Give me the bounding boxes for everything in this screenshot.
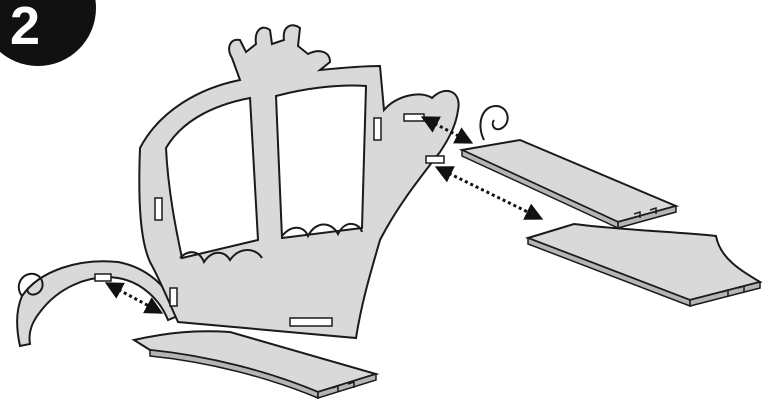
- step-number: 2: [10, 0, 40, 56]
- front-seat-plank: [134, 331, 376, 398]
- panel-slot-left: [155, 198, 162, 220]
- rear-scroll: [480, 106, 507, 140]
- panel-slot-rear: [374, 118, 381, 140]
- rear-seat-plank: [462, 140, 676, 228]
- panel-slot-top: [404, 114, 424, 121]
- carriage-side-panel: [139, 25, 458, 338]
- panel-slot-front-low: [170, 288, 177, 306]
- step-badge: 2: [0, 0, 96, 66]
- rear-floor-plank: [528, 224, 760, 306]
- runner-slot: [95, 274, 111, 281]
- panel-slot-mid: [426, 156, 444, 163]
- panel-slot-bottom: [290, 318, 332, 326]
- rear-window: [276, 85, 366, 238]
